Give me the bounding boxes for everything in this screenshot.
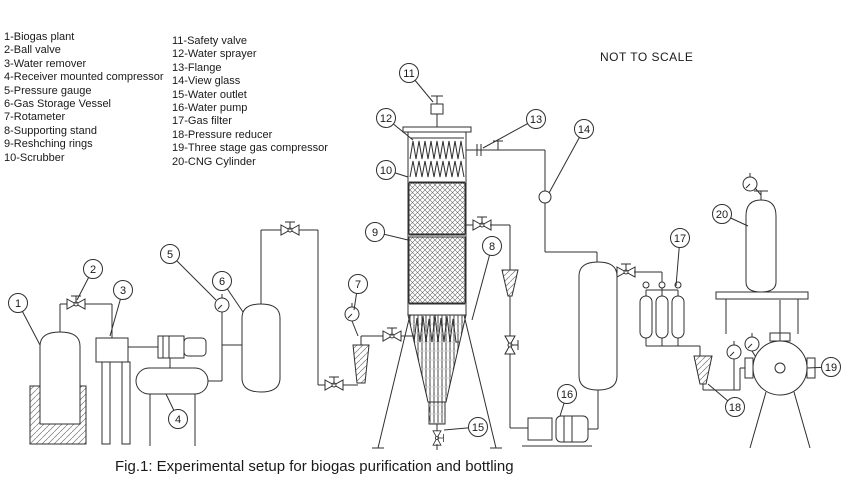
legend-column-1: 1-Biogas plant 2-Ball valve 3-Water remo… [4, 31, 164, 165]
callout-1: 1 [8, 293, 41, 346]
callout-label: 12 [380, 113, 392, 125]
scrubber-cone [407, 314, 467, 425]
callout-label: 17 [674, 233, 686, 245]
legend-item: 11-Safety valve [172, 35, 248, 47]
callout-13: 13 [482, 109, 546, 149]
pressure-gauge [214, 293, 230, 313]
flange [466, 140, 545, 156]
callout-20: 20 [712, 204, 749, 227]
gas-filters [639, 281, 701, 356]
legend-item: 14-View glass [172, 75, 241, 88]
safety-valve [430, 95, 444, 127]
legend-item: 18-Pressure reducer [172, 128, 273, 141]
gas-compressor [744, 300, 816, 449]
legend-item: 6-Gas Storage Vessel [4, 98, 112, 111]
piping-left [59, 303, 242, 382]
water-pump [522, 415, 598, 447]
callout-4: 4 [165, 393, 188, 429]
legend-item: 5-Pressure gauge [4, 84, 92, 97]
callout-label: 10 [380, 165, 392, 177]
legend-item: 12-Water sprayer [172, 48, 257, 61]
legend-item: 10-Scrubber [4, 151, 65, 164]
callout-label: 9 [372, 227, 378, 239]
callout-label: 11 [403, 68, 414, 80]
callout-9: 9 [365, 222, 409, 242]
callout-15: 15 [443, 417, 488, 437]
callout-label: 13 [530, 114, 542, 126]
callout-8: 8 [471, 236, 502, 321]
callout-12: 12 [376, 108, 414, 141]
callout-5: 5 [160, 244, 217, 301]
callout-label: 6 [219, 276, 225, 288]
callout-label: 15 [472, 422, 484, 434]
callout-16: 16 [557, 384, 577, 417]
legend-item: 8-Supporting stand [4, 124, 97, 137]
callout-3: 3 [109, 280, 133, 337]
callout-2: 2 [76, 259, 103, 301]
water-remover [95, 337, 131, 445]
ball-valve [66, 295, 86, 310]
callout-label: 7 [355, 279, 361, 291]
callout-label: 1 [15, 298, 21, 310]
callout-label: 18 [729, 402, 741, 414]
callout-label: 8 [489, 241, 495, 253]
callout-6: 6 [212, 271, 244, 313]
callout-14: 14 [548, 119, 594, 194]
receiver-compressor [135, 335, 209, 446]
legend-item: 13-Flange [172, 61, 222, 74]
callouts: 1 2 3 4 5 6 7 8 9 10 11 12 13 14 15 16 1… [8, 63, 841, 437]
view-glass [538, 150, 598, 262]
legend-column-2: 11-Safety valve 12-Water sprayer 13-Flan… [172, 35, 328, 169]
callout-19: 19 [806, 357, 841, 377]
callout-label: 14 [578, 124, 590, 136]
biogas-plant [29, 331, 87, 445]
callout-11: 11 [399, 63, 434, 103]
legend-item: 19-Three stage gas compressor [172, 142, 328, 155]
callout-label: 2 [90, 264, 96, 276]
right-vessel [578, 261, 663, 429]
not-to-scale-note: NOT TO SCALE [600, 50, 694, 64]
callout-label: 16 [561, 389, 573, 401]
legend-item: 4-Receiver mounted compressor [4, 71, 164, 84]
callout-label: 5 [167, 249, 173, 261]
scrubber-column [402, 126, 472, 316]
legend-item: 3-Water remover [4, 57, 87, 70]
legend-item: 16-Water pump [172, 102, 248, 115]
legend-item: 9-Reshching rings [4, 138, 93, 151]
callout-10: 10 [376, 160, 409, 180]
scrubber-side-piping [466, 216, 528, 429]
figure-caption: Fig.1: Experimental setup for biogas pur… [115, 458, 514, 475]
rotameter [344, 302, 414, 384]
legend-item: 1-Biogas plant [4, 31, 75, 43]
callout-label: 4 [175, 414, 181, 426]
callout-17: 17 [670, 228, 690, 287]
callout-18: 18 [707, 383, 745, 417]
water-outlet [432, 424, 444, 450]
support-stand [372, 314, 502, 449]
legend-item: 15-Water outlet [172, 88, 247, 101]
legend-item: 7-Rotameter [4, 111, 66, 124]
legend-item: 20-CNG Cylinder [172, 155, 256, 168]
callout-label: 19 [825, 362, 837, 374]
water-sprayer [409, 137, 465, 178]
gas-storage-vessel [241, 221, 358, 393]
legend-item: 17-Gas filter [172, 115, 232, 128]
callout-label: 3 [120, 285, 126, 297]
callout-7: 7 [348, 274, 368, 311]
cng-cylinder [715, 172, 809, 334]
callout-label: 20 [716, 209, 728, 221]
legend-item: 2-Ball valve [4, 44, 61, 57]
